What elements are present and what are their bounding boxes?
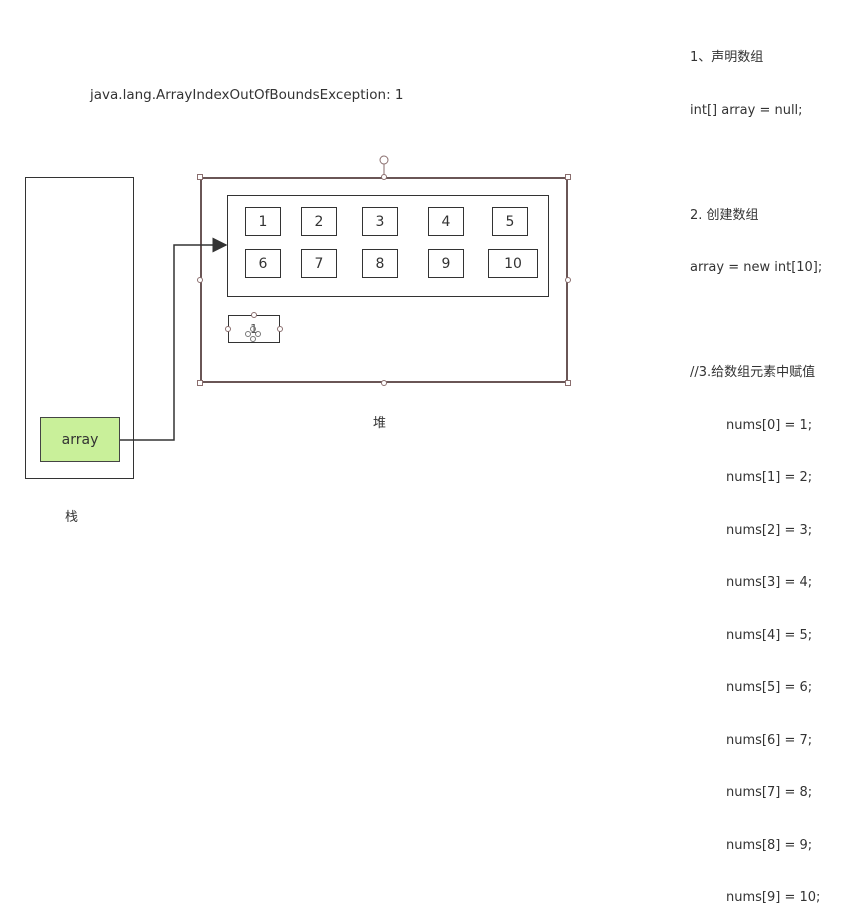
move-cursor-icon [245,326,261,342]
array-cell[interactable]: 1 [245,207,281,236]
assignment-line: nums[6] = 7; [726,732,813,748]
step1-title: 1、声明数组 [690,50,764,65]
array-cell[interactable]: 3 [362,207,398,236]
array-cell[interactable]: 7 [301,249,337,278]
array-cell[interactable]: 6 [245,249,281,278]
assignment-line: nums[3] = 4; [726,575,813,590]
rotation-handle-icon [379,155,389,165]
resize-handle-top-right[interactable] [565,174,571,180]
resize-handle-bottom-left[interactable] [197,380,203,386]
heap-label: 堆 [373,416,387,431]
resize-handle-bottom[interactable] [381,380,387,386]
blank-line [690,154,822,172]
reference-arrow [120,237,228,441]
code-notes: 1、声明数组 int[] array = null; 2. 创建数组 array… [690,14,822,924]
assignment-line: nums[9] = 10; [726,890,821,905]
exception-text: java.lang.ArrayIndexOutOfBoundsException… [90,87,404,103]
array-cell[interactable]: 10 [488,249,538,278]
assignment-line: nums[0] = 1; [726,417,813,433]
small-resize-handle-right[interactable] [277,326,283,332]
array-cell[interactable]: 2 [301,207,337,236]
resize-handle-right[interactable] [565,277,571,283]
resize-handle-top-left[interactable] [197,174,203,180]
assignment-line: nums[4] = 5; [726,627,813,643]
resize-handle-top[interactable] [381,174,387,180]
assignment-line: nums[5] = 6; [726,680,813,695]
array-cell[interactable]: 5 [492,207,528,236]
array-variable[interactable]: array [40,417,120,462]
step2-code: array = new int[10]; [690,260,823,275]
small-resize-handle-top[interactable] [251,312,257,318]
assignment-line: nums[8] = 9; [726,837,813,853]
array-cell[interactable]: 9 [428,249,464,278]
array-cell[interactable]: 4 [428,207,464,236]
stack-label: 栈 [65,510,79,525]
assignment-line: nums[2] = 3; [726,522,813,538]
step3-title: //3.给数组元素中赋值 [690,365,816,380]
assignment-line: nums[7] = 8; [726,785,813,800]
stack-box [25,177,134,479]
resize-handle-bottom-right[interactable] [565,380,571,386]
blank-line [690,312,822,330]
array-container[interactable]: 1 2 3 4 5 6 7 8 9 10 [227,195,549,297]
assignment-line: nums[1] = 2; [726,470,813,485]
step2-title: 2. 创建数组 [690,207,759,223]
resize-handle-left[interactable] [197,277,203,283]
small-resize-handle-left[interactable] [225,326,231,332]
connector-overlay [120,155,389,441]
array-cell[interactable]: 8 [362,249,398,278]
step1-code: int[] array = null; [690,102,803,118]
